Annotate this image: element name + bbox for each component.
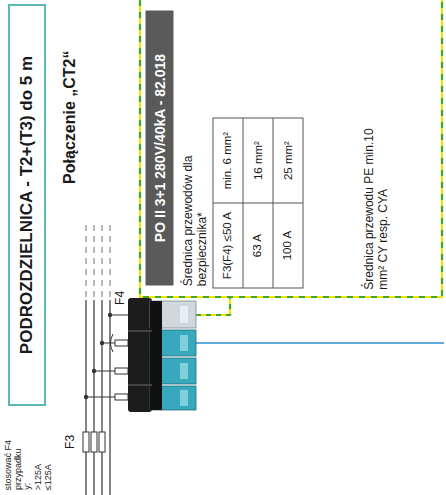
- connection-title: Połączenie „CT2“: [62, 50, 80, 183]
- table-cell: min. 6 mm²: [221, 132, 234, 190]
- blue-wire: [196, 342, 444, 343]
- junction-dots: [84, 313, 112, 399]
- pe-wire: [196, 297, 230, 315]
- bus-lines-dashed: [86, 225, 110, 300]
- f4-fuses: [115, 340, 128, 400]
- table-cell: F3(F4) ≤50 A: [221, 212, 234, 279]
- pe-wire-note: Średnica przewodu PE min.10 mm² CY resp.…: [363, 112, 391, 290]
- fuse-note: stosować F4: [3, 439, 13, 490]
- fuse-label: F4: [114, 291, 128, 305]
- table-grid: [213, 118, 303, 288]
- pe-wire-dash: [196, 297, 230, 315]
- wire-size-note: Średnica przewodów dla bezpiecznika*: [181, 151, 209, 286]
- box-text: PO II 3+1 280V/40kA - 82.018: [151, 54, 167, 242]
- table-cell: 63 A: [251, 234, 264, 257]
- fuse-label: F3: [64, 435, 78, 449]
- pe-zone-border-dash: [140, 0, 442, 297]
- fuse-note: przypadku: [13, 448, 23, 490]
- fuse-note: ≤125A: [43, 464, 53, 490]
- fuse-note: y:: [23, 483, 33, 490]
- title-box: PODROZDZIELNICA - T2+(T3) do 5 m: [8, 4, 46, 406]
- table-cell: 16 mm²: [251, 142, 264, 181]
- fuse-note: >125A: [33, 464, 43, 490]
- table-cell: 25 mm²: [281, 142, 294, 181]
- box-text: PODROZDZIELNICA - T2+(T3) do 5 m: [17, 56, 37, 354]
- spd-device: [128, 298, 196, 412]
- spec-header-box: PO II 3+1 280V/40kA - 82.018: [145, 11, 173, 286]
- f3-fuses: [83, 432, 105, 452]
- pe-zone-border: [140, 0, 442, 297]
- table-cell: 100 A: [281, 231, 294, 260]
